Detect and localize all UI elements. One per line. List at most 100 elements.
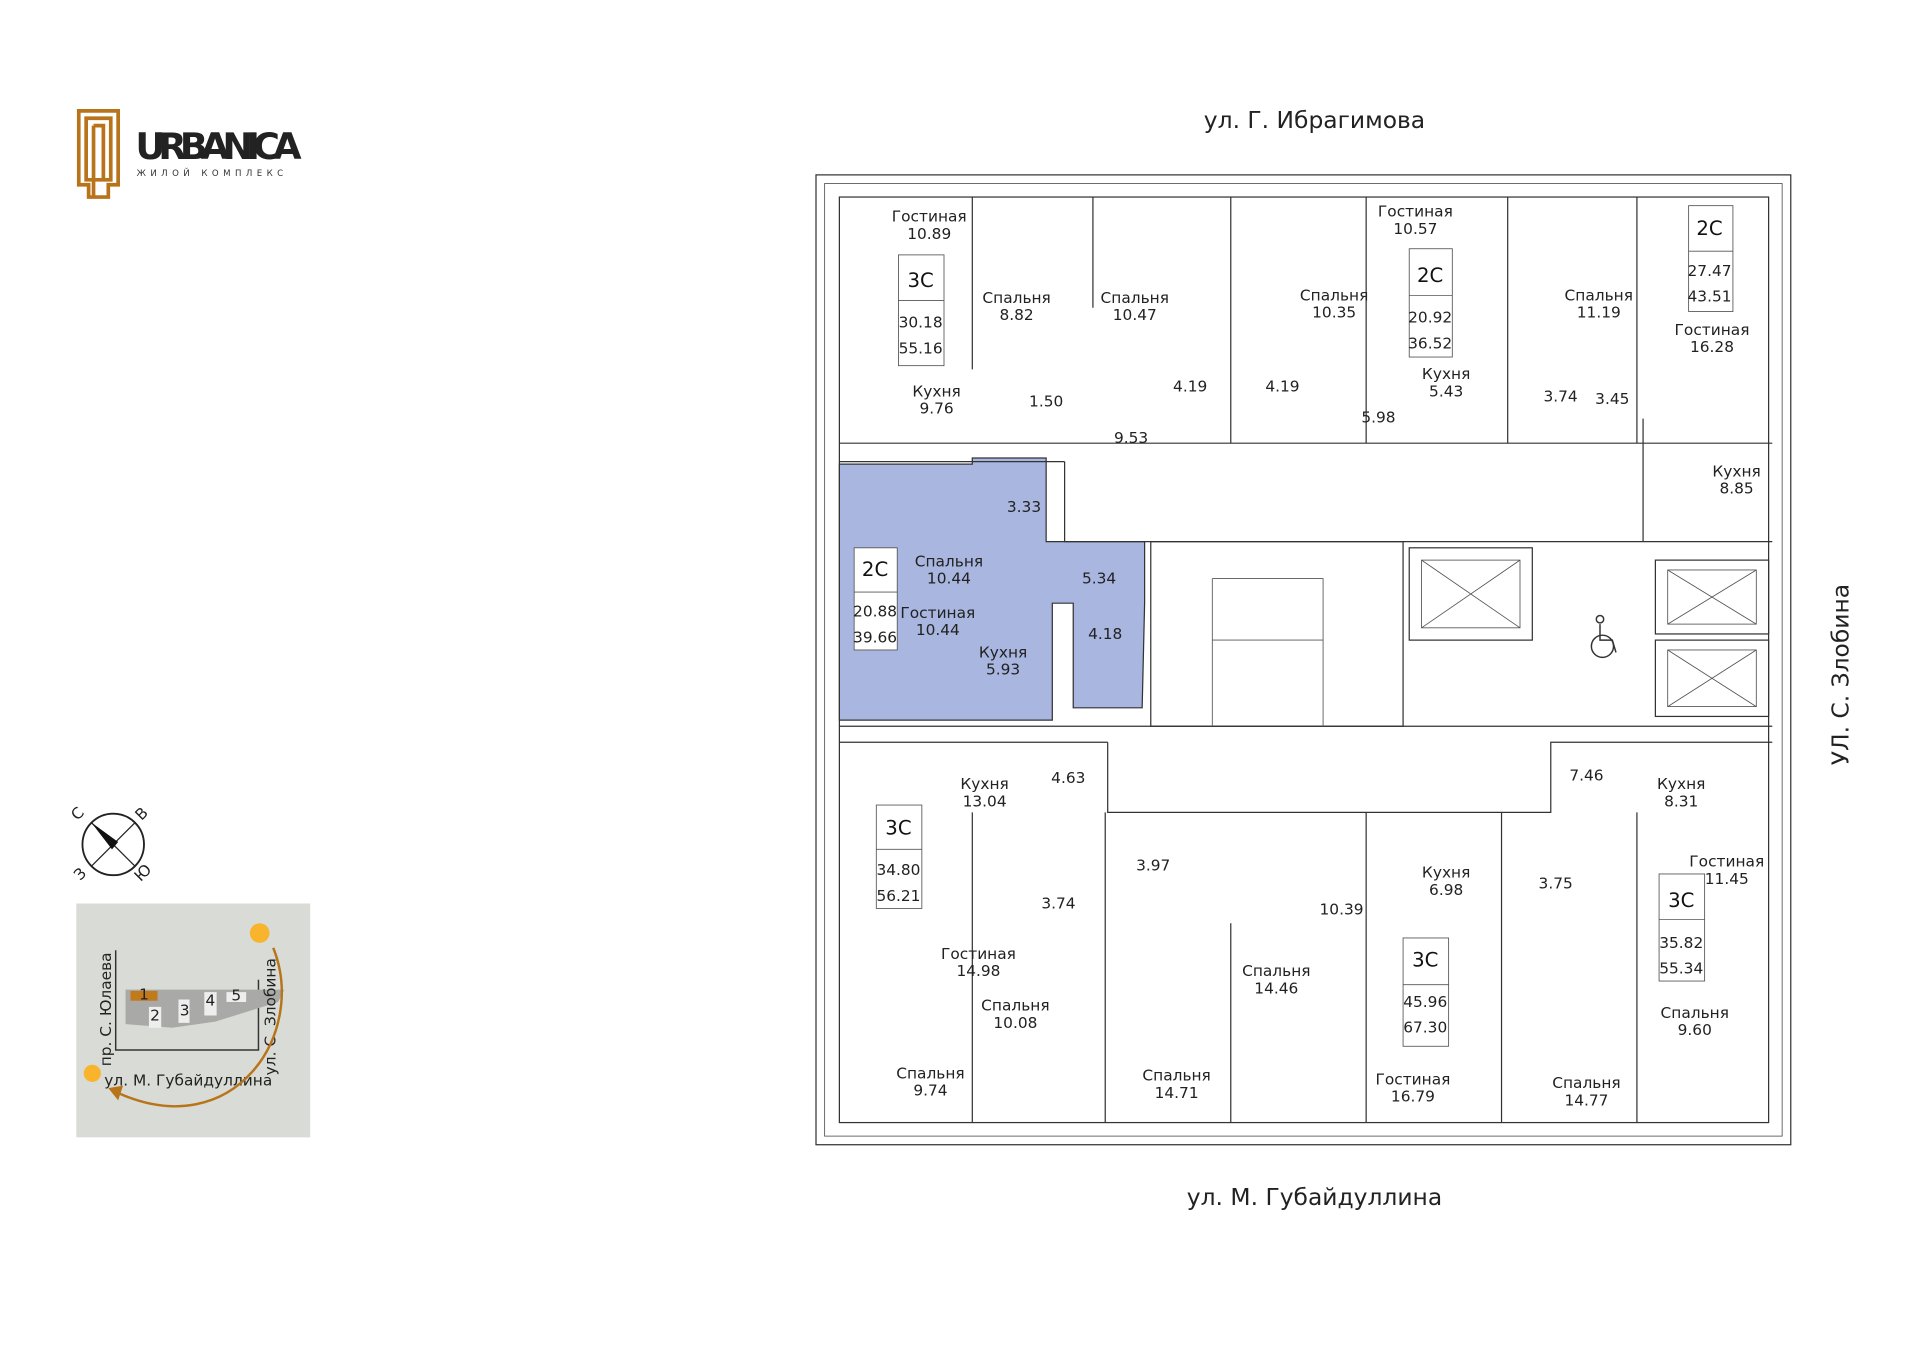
room-name-label: Кухня	[912, 382, 960, 400]
room-name-label: Гостиная	[1689, 853, 1764, 871]
elevator-icon	[1654, 559, 1770, 635]
site-building-2[interactable]	[148, 1006, 162, 1028]
apartment-type-badge: 2С	[1696, 217, 1722, 240]
room-area-label: 8.82	[999, 306, 1033, 324]
compass-south: Ю	[131, 861, 155, 885]
apartment-total-area: 55.16	[899, 339, 943, 357]
room-name-label: Спальня	[1101, 289, 1169, 307]
room-area-label: 10.44	[927, 570, 971, 588]
area-label: 3.33	[1007, 498, 1041, 516]
room-area-label: 9.76	[919, 400, 953, 418]
apartment-living-area: 45.96	[1403, 993, 1447, 1011]
building-label: 5	[231, 987, 241, 1005]
apartment-badge-box	[1408, 248, 1453, 358]
room-area-label: 14.77	[1564, 1091, 1608, 1109]
apartment-living-area: 34.80	[876, 861, 920, 879]
building-label: 2	[150, 1006, 160, 1024]
apartment-badge-box	[1688, 205, 1734, 312]
room-area-label: 14.71	[1155, 1084, 1199, 1102]
room-name-label: Спальня	[896, 1064, 964, 1082]
room-area-label: 10.44	[916, 621, 960, 639]
area-label: 3.75	[1539, 875, 1573, 893]
room-name-label: Кухня	[1422, 864, 1470, 882]
sunrise-icon	[249, 923, 270, 943]
room-name-label: Спальня	[1552, 1074, 1620, 1092]
room-name-label: Кухня	[1422, 365, 1470, 383]
building-label: 1	[139, 985, 149, 1003]
compass-east: В	[132, 804, 152, 824]
room-area-label: 8.85	[1719, 480, 1753, 498]
room-area-label: 10.47	[1113, 306, 1157, 324]
apartment-total-area: 39.66	[853, 629, 897, 647]
compass-north: С	[68, 804, 88, 824]
room-name-label: Гостиная	[941, 945, 1016, 963]
room-name-label: Гостиная	[1378, 203, 1453, 221]
area-label: 4.19	[1265, 378, 1299, 396]
area-label: 3.74	[1543, 387, 1577, 405]
apartment-total-area: 36.52	[1408, 334, 1452, 352]
logo-title: URBANICA	[135, 125, 302, 168]
room-area-label: 5.93	[986, 661, 1020, 679]
site-street-right: ул. С. Злобина	[262, 958, 280, 1075]
room-area-label: 5.43	[1429, 382, 1463, 400]
room-name-label: Гостиная	[892, 208, 967, 226]
site-building-4[interactable]	[204, 992, 217, 1016]
area-label: 7.46	[1569, 766, 1603, 784]
apartment-living-area: 27.47	[1688, 262, 1732, 280]
room-area-label: 16.28	[1690, 338, 1734, 356]
room-name-label: Кухня	[960, 775, 1008, 793]
room-area-label: 8.31	[1664, 792, 1698, 810]
room-area-label: 14.98	[956, 962, 1000, 980]
building-label: 4	[206, 992, 216, 1010]
room-area-label: 16.79	[1391, 1088, 1435, 1106]
area-label: 5.98	[1361, 408, 1395, 426]
site-street-bottom: ул. М. Губайдуллина	[104, 1072, 272, 1090]
room-area-label: 9.60	[1678, 1021, 1712, 1039]
apartment-type-badge: 3С	[1412, 948, 1438, 971]
street-bottom: ул. М. Губайдуллина	[1187, 1183, 1442, 1211]
urbanica-logo: URBANICA ЖИЛОЙ КОМПЛЕКС	[76, 109, 302, 199]
apartment-total-area: 43.51	[1688, 288, 1732, 306]
room-area-label: 6.98	[1429, 881, 1463, 899]
site-building-3[interactable]	[178, 999, 190, 1023]
floor-plan: Гостиная10.89Спальня8.82Спальня10.47Спал…	[815, 174, 1792, 1146]
site-building-5[interactable]	[226, 992, 247, 1002]
area-label: 1.50	[1029, 392, 1063, 410]
area-label: 10.39	[1320, 901, 1364, 919]
compass-west: З	[70, 864, 90, 884]
room-area-label: 11.45	[1705, 870, 1749, 888]
room-name-label: Спальня	[1661, 1004, 1729, 1022]
area-label: 3.45	[1595, 390, 1629, 408]
room-name-label: Кухня	[979, 643, 1027, 661]
apartment-total-area: 67.30	[1403, 1019, 1447, 1037]
room-name-label: Гостиная	[1375, 1070, 1450, 1088]
apartment-living-area: 20.88	[853, 603, 897, 621]
area-label: 5.34	[1082, 570, 1116, 588]
area-label: 4.18	[1088, 625, 1122, 643]
logo-mark-icon	[76, 109, 120, 199]
apartment-type-badge: 3С	[907, 269, 933, 292]
site-building-1[interactable]	[130, 990, 158, 1001]
site-street-left: пр. С. Юлаева	[97, 952, 115, 1066]
building-label: 3	[180, 1001, 190, 1019]
wheelchair-icon	[1590, 614, 1617, 659]
room-area-label: 11.19	[1577, 304, 1621, 322]
apartment-type-badge: 2С	[1417, 264, 1443, 287]
compass-icon: С В Ю З	[68, 804, 156, 885]
room-area-label: 10.89	[907, 225, 951, 243]
sunset-icon	[83, 1064, 101, 1082]
apartment-badge-box	[1658, 873, 1706, 982]
room-name-label: Спальня	[1565, 286, 1633, 304]
apartment-living-area: 20.92	[1408, 309, 1452, 327]
apartment-total-area: 56.21	[876, 887, 920, 905]
selected-apartment-area[interactable]	[838, 457, 1146, 721]
room-name-label: Кухня	[1657, 775, 1705, 793]
apartment-type-badge: 2С	[862, 558, 888, 581]
room-area-label: 9.74	[913, 1081, 947, 1099]
apartment-badge-box	[853, 547, 898, 651]
room-name-label: Гостиная	[1675, 321, 1750, 339]
logo-subtitle: ЖИЛОЙ КОМПЛЕКС	[137, 167, 288, 179]
room-name-label: Гостиная	[900, 604, 975, 622]
elevator-icon	[1654, 639, 1770, 718]
